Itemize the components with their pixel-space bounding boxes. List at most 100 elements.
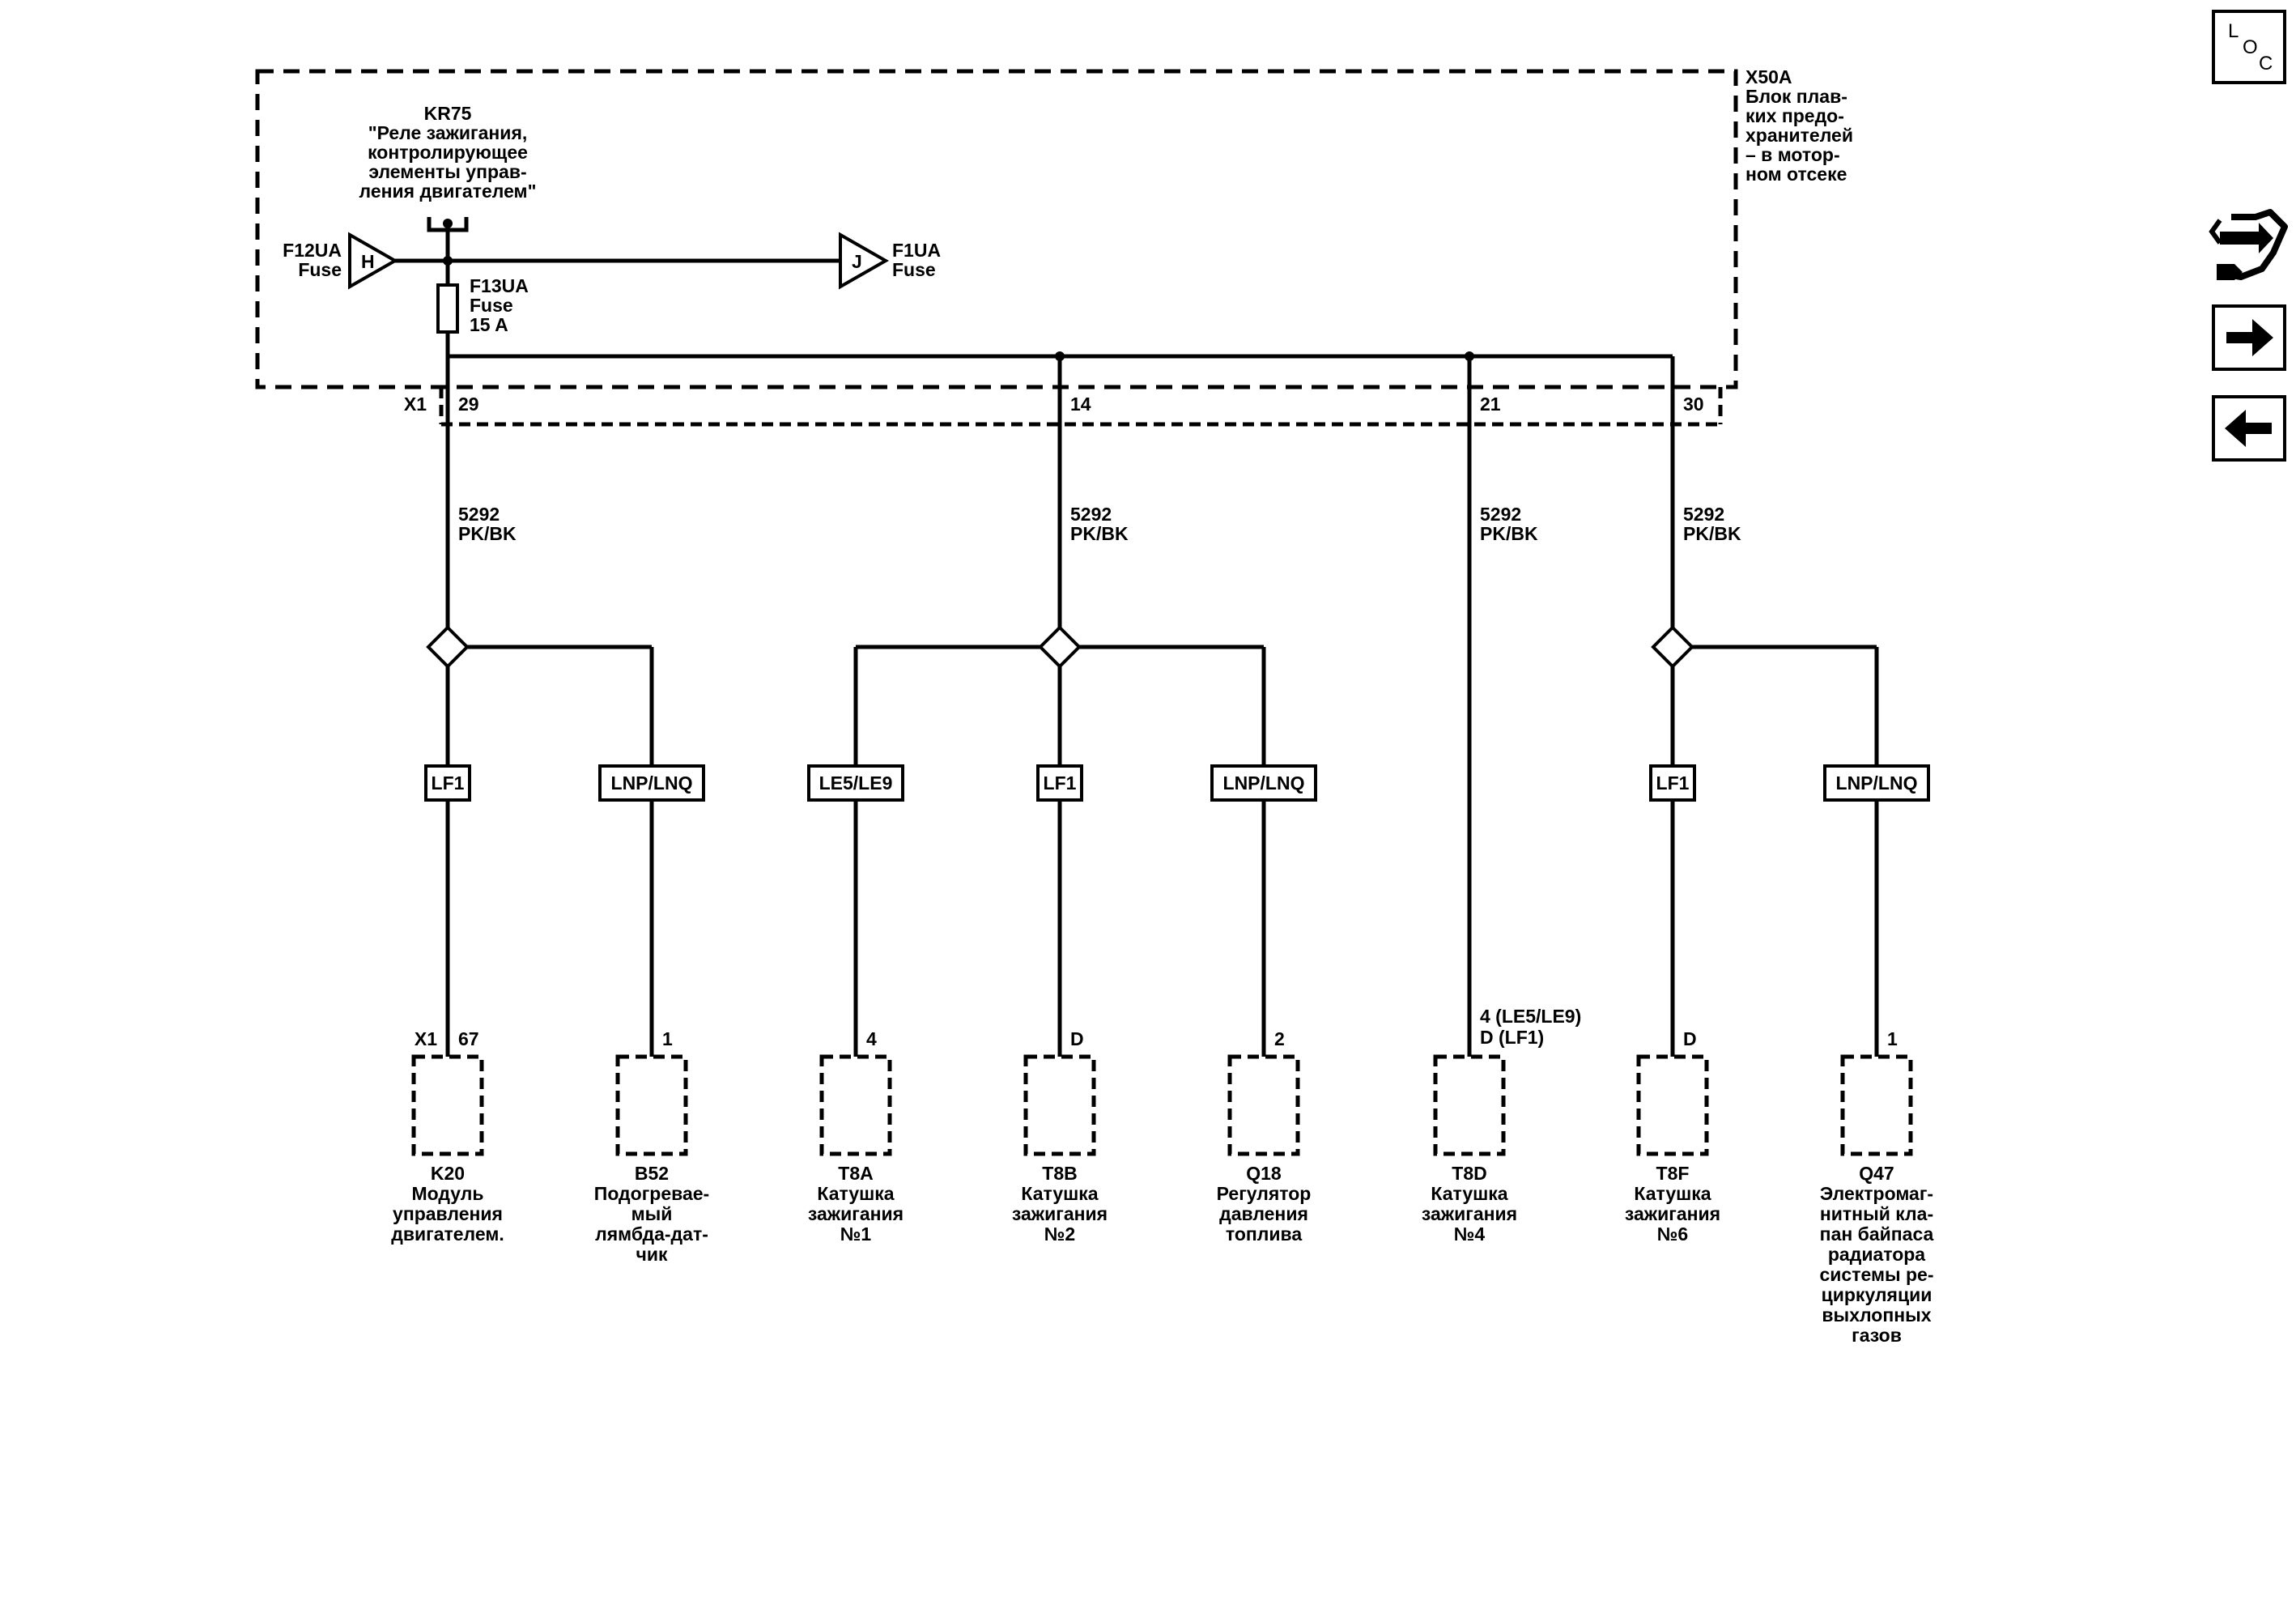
block-pins: X1 29 14 21 30 [404,394,1704,415]
relay-desc-line: ления двигателем" [359,181,537,202]
input-fuse-type: Fuse [298,259,342,280]
component-connector-id: X1 [415,1028,437,1049]
option-label: LNP/LNQ [1836,772,1918,794]
wire-color: PK/BK [1480,523,1538,544]
relay-splice-dot [443,219,453,228]
relay-id: KR75 [424,103,472,124]
component-pin: D [1683,1028,1697,1049]
component-desc-line: мый [631,1203,673,1224]
component-desc-line: лямбда-дат- [595,1223,708,1245]
loc-letter: L [2228,20,2239,42]
component-box [1023,1054,1096,1156]
branch-wires [445,647,1879,1057]
main-fuse-rating: 15 A [470,314,508,335]
component-desc-line: чик [636,1244,667,1265]
component-desc-line: Катушка [817,1183,894,1204]
component-id: T8F [1656,1163,1690,1184]
component-desc-line: Катушка [1431,1183,1507,1204]
input-fuse-connector: H F12UA Fuse [283,232,399,290]
component-desc-line: радиатора [1828,1244,1925,1265]
block-pin: 14 [1070,394,1091,415]
block-connector-id: X1 [404,394,427,415]
wire-color: PK/BK [458,523,517,544]
arrow-right-icon [2226,319,2273,356]
component-id: T8A [838,1163,873,1184]
wire-circuit: 5292 [1070,504,1112,525]
option-labels: LF1 LNP/LNQ LE5/LE9 LF1 LNP/LNQ LF1 LNP/… [424,764,1930,802]
component-box [1840,1054,1913,1156]
option-label: LNP/LNQ [611,772,693,794]
wire-circuit: 5292 [458,504,500,525]
component-id: T8D [1452,1163,1486,1184]
wire-circuit: 5292 [1683,504,1724,525]
component-desc-line: Подогревае- [594,1183,709,1204]
main-fuse-id: F13UA [470,275,529,296]
component-desc-line: давления [1219,1203,1308,1224]
block-pin: 30 [1683,394,1704,415]
component-id: B52 [635,1163,669,1184]
connector-tools-icon[interactable] [2209,209,2288,280]
component-desc-line: выхлопных [1822,1304,1931,1326]
component-desc-line: зажигания [1012,1203,1108,1224]
fuse-block-desc-line: Блок плав- [1745,86,1847,107]
arrow-right-button[interactable] [2212,304,2286,371]
option-diamond [1038,625,1082,669]
loc-letter: C [2259,53,2273,74]
component-box [411,1054,484,1156]
component-desc-line: Электромаг- [1820,1183,1933,1204]
component-id: Q47 [1859,1163,1894,1184]
component-desc-line: №1 [840,1223,872,1245]
relay-desc-line: "Реле зажигания, [368,122,528,143]
relay-label: KR75 "Реле зажигания, контролирующее эле… [359,103,537,202]
component-id: T8B [1042,1163,1077,1184]
option-diamond [1651,625,1694,669]
option-label: LE5/LE9 [819,772,893,794]
arrow-left-button[interactable] [2212,395,2286,462]
option-splits [426,625,1877,669]
component-pin: 1 [662,1028,673,1049]
trunk-wires [445,356,1675,1057]
component-desc-line: системы ре- [1819,1264,1933,1285]
component-labels: K20 Модуль управления двигателем. B52 По… [391,1163,1933,1346]
option-label: LF1 [1656,772,1690,794]
component-desc-line: №6 [1657,1223,1688,1245]
component-desc-line: Регулятор [1217,1183,1312,1204]
block-pin: 21 [1480,394,1501,415]
input-fuse-pin: H [361,251,375,272]
option-label: LF1 [1044,772,1077,794]
component-pin: 1 [1887,1028,1898,1049]
wire-circuit: 5292 [1480,504,1521,525]
arrow-left-icon [2225,410,2272,447]
fuse-block-desc-line: хранителей [1745,125,1853,146]
wire-color: PK/BK [1070,523,1129,544]
component-pins: X1 67 1 4 D 2 4 (LE5/LE9) D (LF1) D 1 [415,1006,1898,1049]
component-box [1433,1054,1506,1156]
component-desc-line: Катушка [1634,1183,1711,1204]
component-pin: 4 (LE5/LE9) [1480,1006,1581,1027]
component-box [615,1054,688,1156]
component-pin: D [1070,1028,1084,1049]
component-desc-line: №2 [1044,1223,1075,1245]
component-pin: D (LF1) [1480,1027,1544,1048]
output-fuse-id: F1UA [892,240,941,261]
component-box [1227,1054,1300,1156]
option-label: LNP/LNQ [1223,772,1305,794]
relay-desc-line: контролирующее [368,142,528,163]
fuse-symbol [436,283,459,334]
component-boxes [411,1054,1913,1156]
component-desc-line: пан байпаса [1820,1223,1934,1245]
wire-labels: 5292 PK/BK 5292 PK/BK 5292 PK/BK 5292 PK… [458,504,1741,544]
fuse-block-id: X50A [1745,66,1792,87]
output-fuse-pin: J [852,251,862,272]
loc-button[interactable]: L O C [2212,10,2286,84]
component-id: Q18 [1246,1163,1282,1184]
option-diamond [426,625,470,669]
fuse-block-desc-line: ном отсеке [1745,164,1847,185]
input-fuse-id: F12UA [283,240,342,261]
component-desc-line: топлива [1226,1223,1302,1245]
component-desc-line: зажигания [1625,1203,1720,1224]
fuse-block-desc-line: ких предо- [1745,105,1844,126]
component-desc-line: циркуляции [1822,1284,1932,1305]
component-desc-line: газов [1852,1325,1902,1346]
